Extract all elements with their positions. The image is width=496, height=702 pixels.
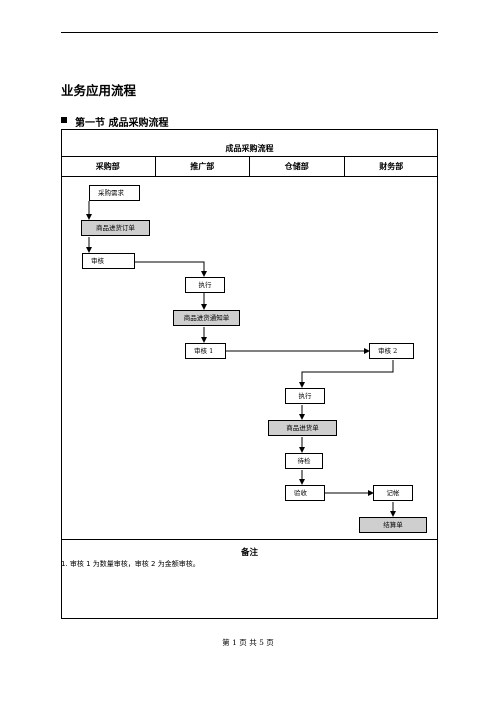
square-bullet-icon — [61, 117, 67, 123]
dept-promotion: 推广部 — [154, 157, 250, 176]
notes-divider — [61, 539, 438, 540]
notes-title: 备注 — [240, 548, 258, 558]
step-settlement: 结算单 — [359, 517, 427, 533]
document-title: 业务应用流程 — [61, 83, 137, 98]
dept-finance: 财务部 — [343, 157, 439, 176]
step-goods-order: 商品进货订单 — [81, 220, 150, 236]
step-review: 审核 — [82, 253, 135, 269]
arrow-review2-to-execute — [299, 360, 394, 388]
flowchart-title: 成品采购流程 — [225, 144, 274, 153]
step-acceptance: 验收 — [285, 485, 325, 501]
page-number: 第 1 页 共 5 页 — [222, 638, 274, 647]
step-purchase-request: 采购需求 — [89, 185, 140, 201]
notes-item: 1. 审核 1 为数量审核，审核 2 为金额审核。 — [61, 560, 200, 568]
dept-purchasing: 采购部 — [95, 162, 120, 171]
dept-warehouse: 仓储部 — [249, 157, 344, 176]
department-header-row: 采购部 推广部 仓储部 财务部 — [61, 156, 438, 177]
flowchart-frame — [61, 129, 438, 619]
arrow-review-to-execute — [135, 261, 207, 277]
step-bookkeeping: 记帐 — [373, 485, 413, 501]
step-pending-inspection: 待检 — [285, 453, 323, 469]
step-goods-notice: 商品进货通知单 — [173, 310, 240, 326]
step-review-1: 审核 1 — [185, 343, 226, 359]
step-execute-1: 执行 — [185, 277, 225, 293]
step-execute-2: 执行 — [285, 388, 325, 404]
section-title: 第一节 成品采购流程 — [75, 118, 169, 129]
step-review-2: 审核 2 — [369, 343, 414, 359]
step-goods-receipt: 商品进货单 — [268, 420, 337, 436]
header-rule — [61, 32, 438, 33]
